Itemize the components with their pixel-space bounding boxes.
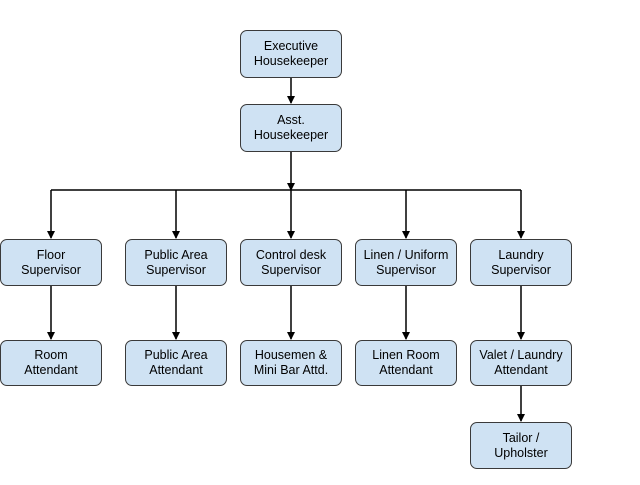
node-label-line1: Linen / Uniform (363, 247, 449, 262)
node-label-line1: Linen Room (372, 348, 440, 362)
node-label-line1: Public Area (144, 247, 208, 262)
linen-room-attendant-box: Linen Room Attendant (355, 340, 457, 386)
node-label-line2: Housekeeper (253, 54, 329, 68)
node-label-line1: Laundry (498, 247, 544, 262)
node-label-line1: Executive (263, 39, 319, 53)
node-label-line1: Floor (36, 247, 66, 262)
node-label-line2: Attendant (379, 363, 433, 377)
public-area-supervisor-box: Public Area Supervisor (125, 239, 227, 286)
node-label-line2: Supervisor (261, 262, 321, 277)
node-label-line1: Room (34, 348, 68, 362)
node-label-line2: Supervisor (376, 262, 436, 277)
node-label-line2: Supervisor (491, 262, 551, 277)
node-label-line2: Housekeeper (253, 128, 329, 142)
node-label-line2: Supervisor (21, 262, 81, 277)
node-label-line2: Upholster (494, 445, 548, 460)
room-attendant-box: Room Attendant (0, 340, 102, 386)
housemen-minibar-box: Housemen & Mini Bar Attd. (240, 340, 342, 386)
node-label-line2: Attendant (149, 363, 203, 377)
valet-laundry-attendant-box: Valet / Laundry Attendant (470, 340, 572, 386)
node-label-line2: Attendant (494, 363, 548, 377)
control-desk-supervisor-box: Control desk Supervisor (240, 239, 342, 286)
tailor-upholster-box: Tailor / Upholster (470, 422, 572, 469)
public-area-attendant-box: Public Area Attendant (125, 340, 227, 386)
asst-housekeeper-box: Asst. Housekeeper (240, 104, 342, 152)
node-label-line2: Mini Bar Attd. (253, 363, 329, 377)
node-label-line1: Housemen & (254, 348, 328, 362)
node-label-line2: Supervisor (146, 262, 206, 277)
node-label-line1: Public Area (144, 348, 208, 362)
laundry-supervisor-box: Laundry Supervisor (470, 239, 572, 286)
node-label-line1: Control desk (255, 247, 327, 262)
node-label-line1: Tailor / (502, 430, 540, 445)
linen-uniform-supervisor-box: Linen / Uniform Supervisor (355, 239, 457, 286)
node-label-line1: Valet / Laundry (479, 348, 563, 362)
node-label-line2: Attendant (24, 363, 78, 377)
executive-housekeeper-box: Executive Housekeeper (240, 30, 342, 78)
floor-supervisor-box: Floor Supervisor (0, 239, 102, 286)
node-label-line1: Asst. (277, 113, 305, 127)
